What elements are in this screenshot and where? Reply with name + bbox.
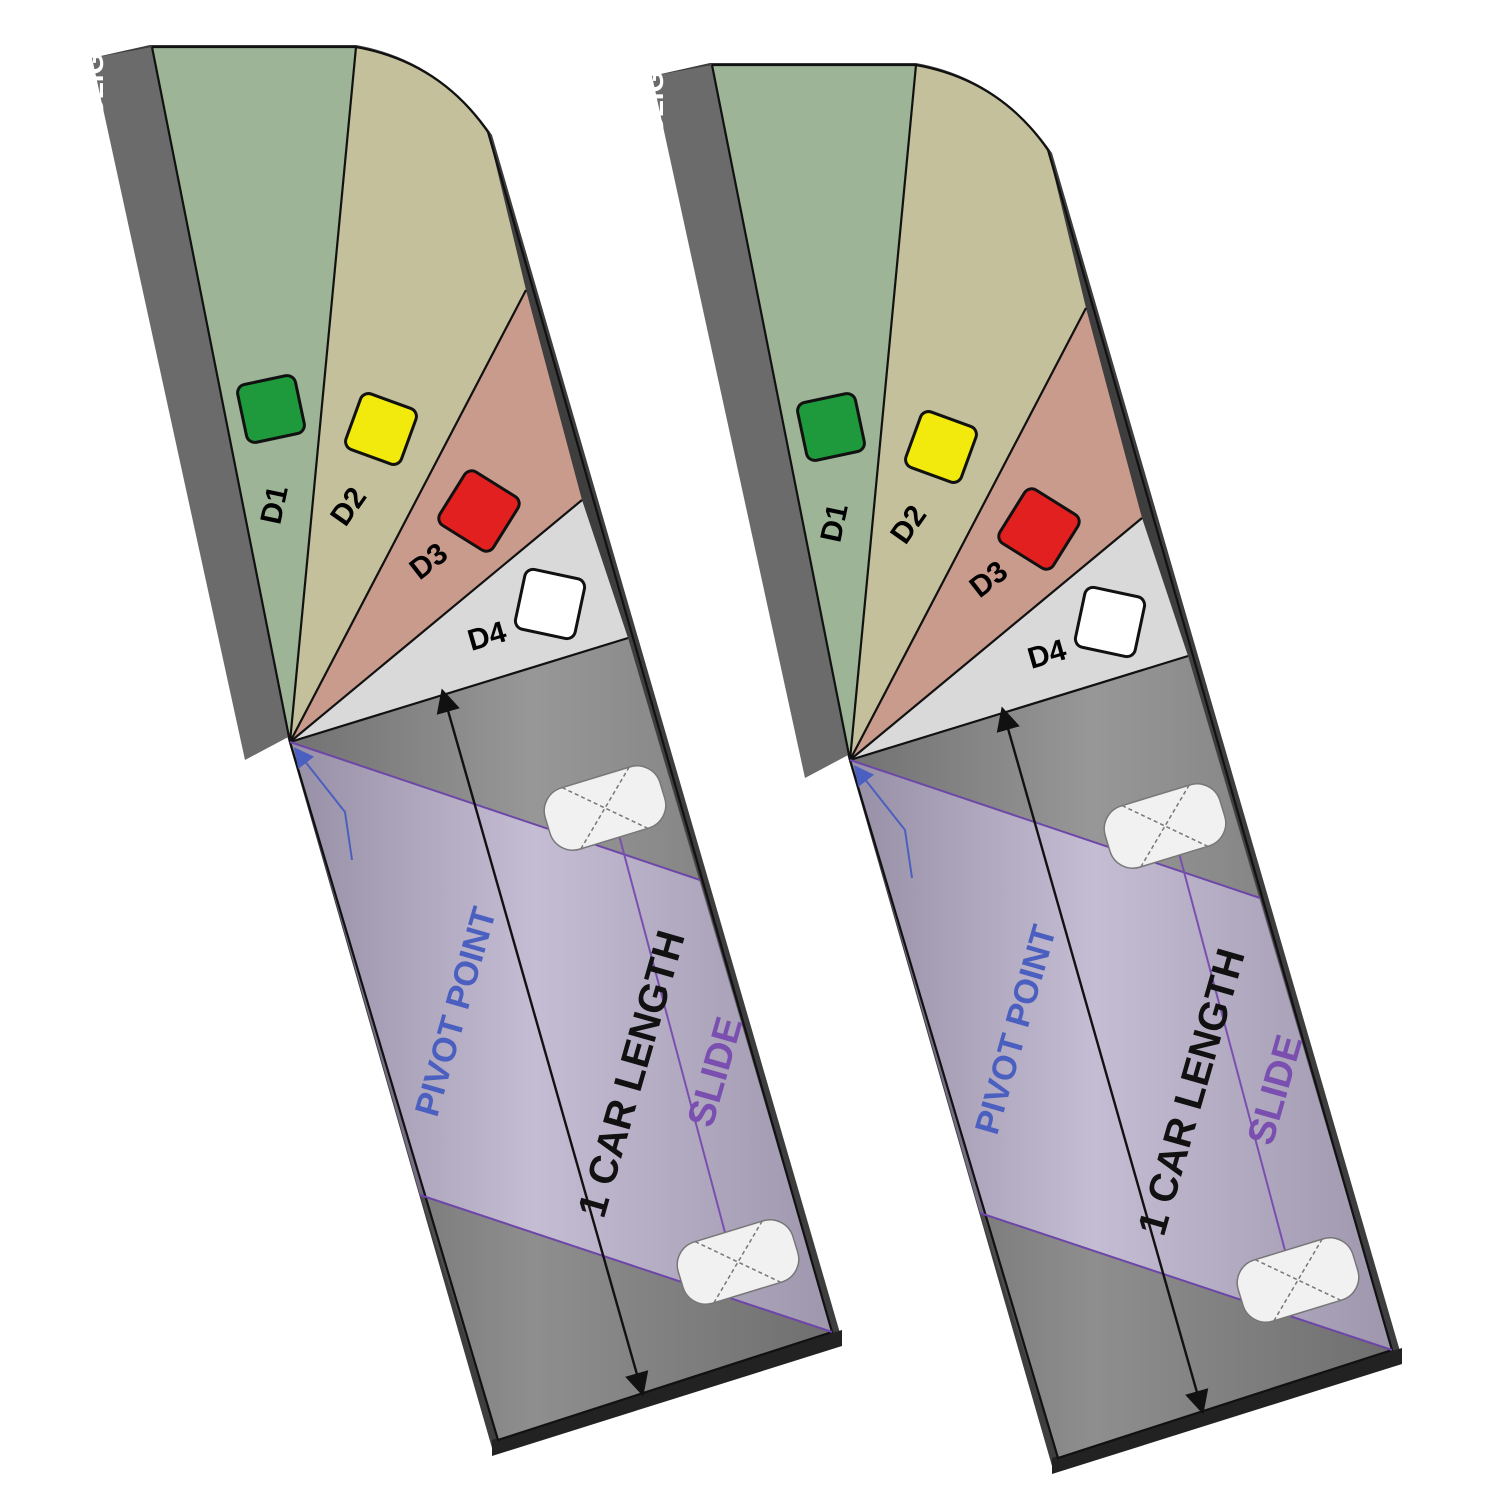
rotation-cards-diagram (92, 45, 1500, 1500)
